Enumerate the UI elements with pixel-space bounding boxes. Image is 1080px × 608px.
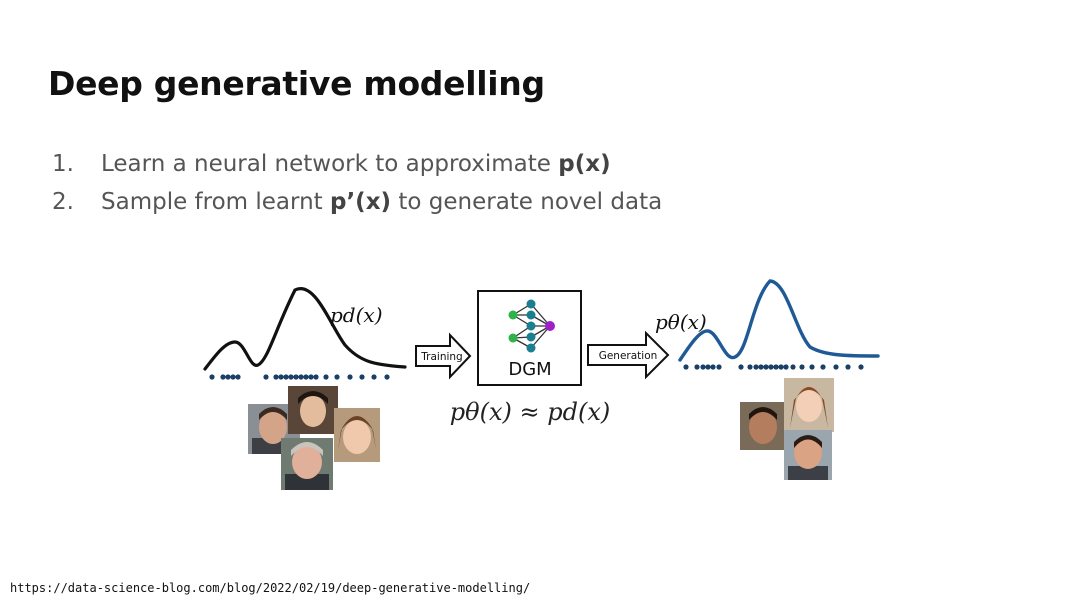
step-number: 1.: [52, 151, 74, 177]
data-distribution-curve: [203, 287, 407, 371]
data-samples: [209, 374, 390, 380]
slide-title: Deep generative modelling: [48, 64, 545, 103]
step-item-1: 1. Learn a neural network to approximate…: [52, 145, 662, 183]
generated-samples: [683, 364, 864, 370]
dgm-label: DGM: [508, 359, 551, 380]
model-distribution-label: pθ(x): [655, 310, 707, 334]
generated-face-photo: [784, 430, 832, 480]
neural-network-icon: [508, 299, 555, 353]
steps-list: 1. Learn a neural network to approximate…: [52, 145, 662, 221]
step-number: 2.: [52, 189, 74, 215]
generation-label: Generation: [599, 350, 658, 362]
step-text: Learn a neural network to approximate p(…: [101, 151, 611, 177]
approximation-equation: pθ(x) ≈ pd(x): [450, 398, 610, 426]
generated-face-photo: [740, 402, 786, 450]
training-label: Training: [420, 351, 462, 363]
model-distribution-curve: [678, 279, 880, 362]
generated-face-photo: [784, 378, 834, 432]
training-face-photo: [288, 386, 338, 434]
step-item-2: 2. Sample from learnt p’(x) to generate …: [52, 183, 662, 221]
training-face-photo: [334, 408, 380, 462]
source-url: https://data-science-blog.com/blog/2022/…: [10, 581, 531, 595]
step-bold-term: p’(x): [329, 189, 392, 215]
generation-arrow: Generation: [587, 330, 670, 380]
training-arrow: Training: [415, 332, 472, 380]
step-bold-term: p(x): [558, 151, 611, 177]
step-text: Sample from learnt p’(x) to generate nov…: [101, 189, 663, 215]
data-distribution-label: pd(x): [330, 303, 383, 327]
training-face-photo: [281, 438, 333, 490]
dgm-model-box: DGM: [477, 290, 582, 386]
